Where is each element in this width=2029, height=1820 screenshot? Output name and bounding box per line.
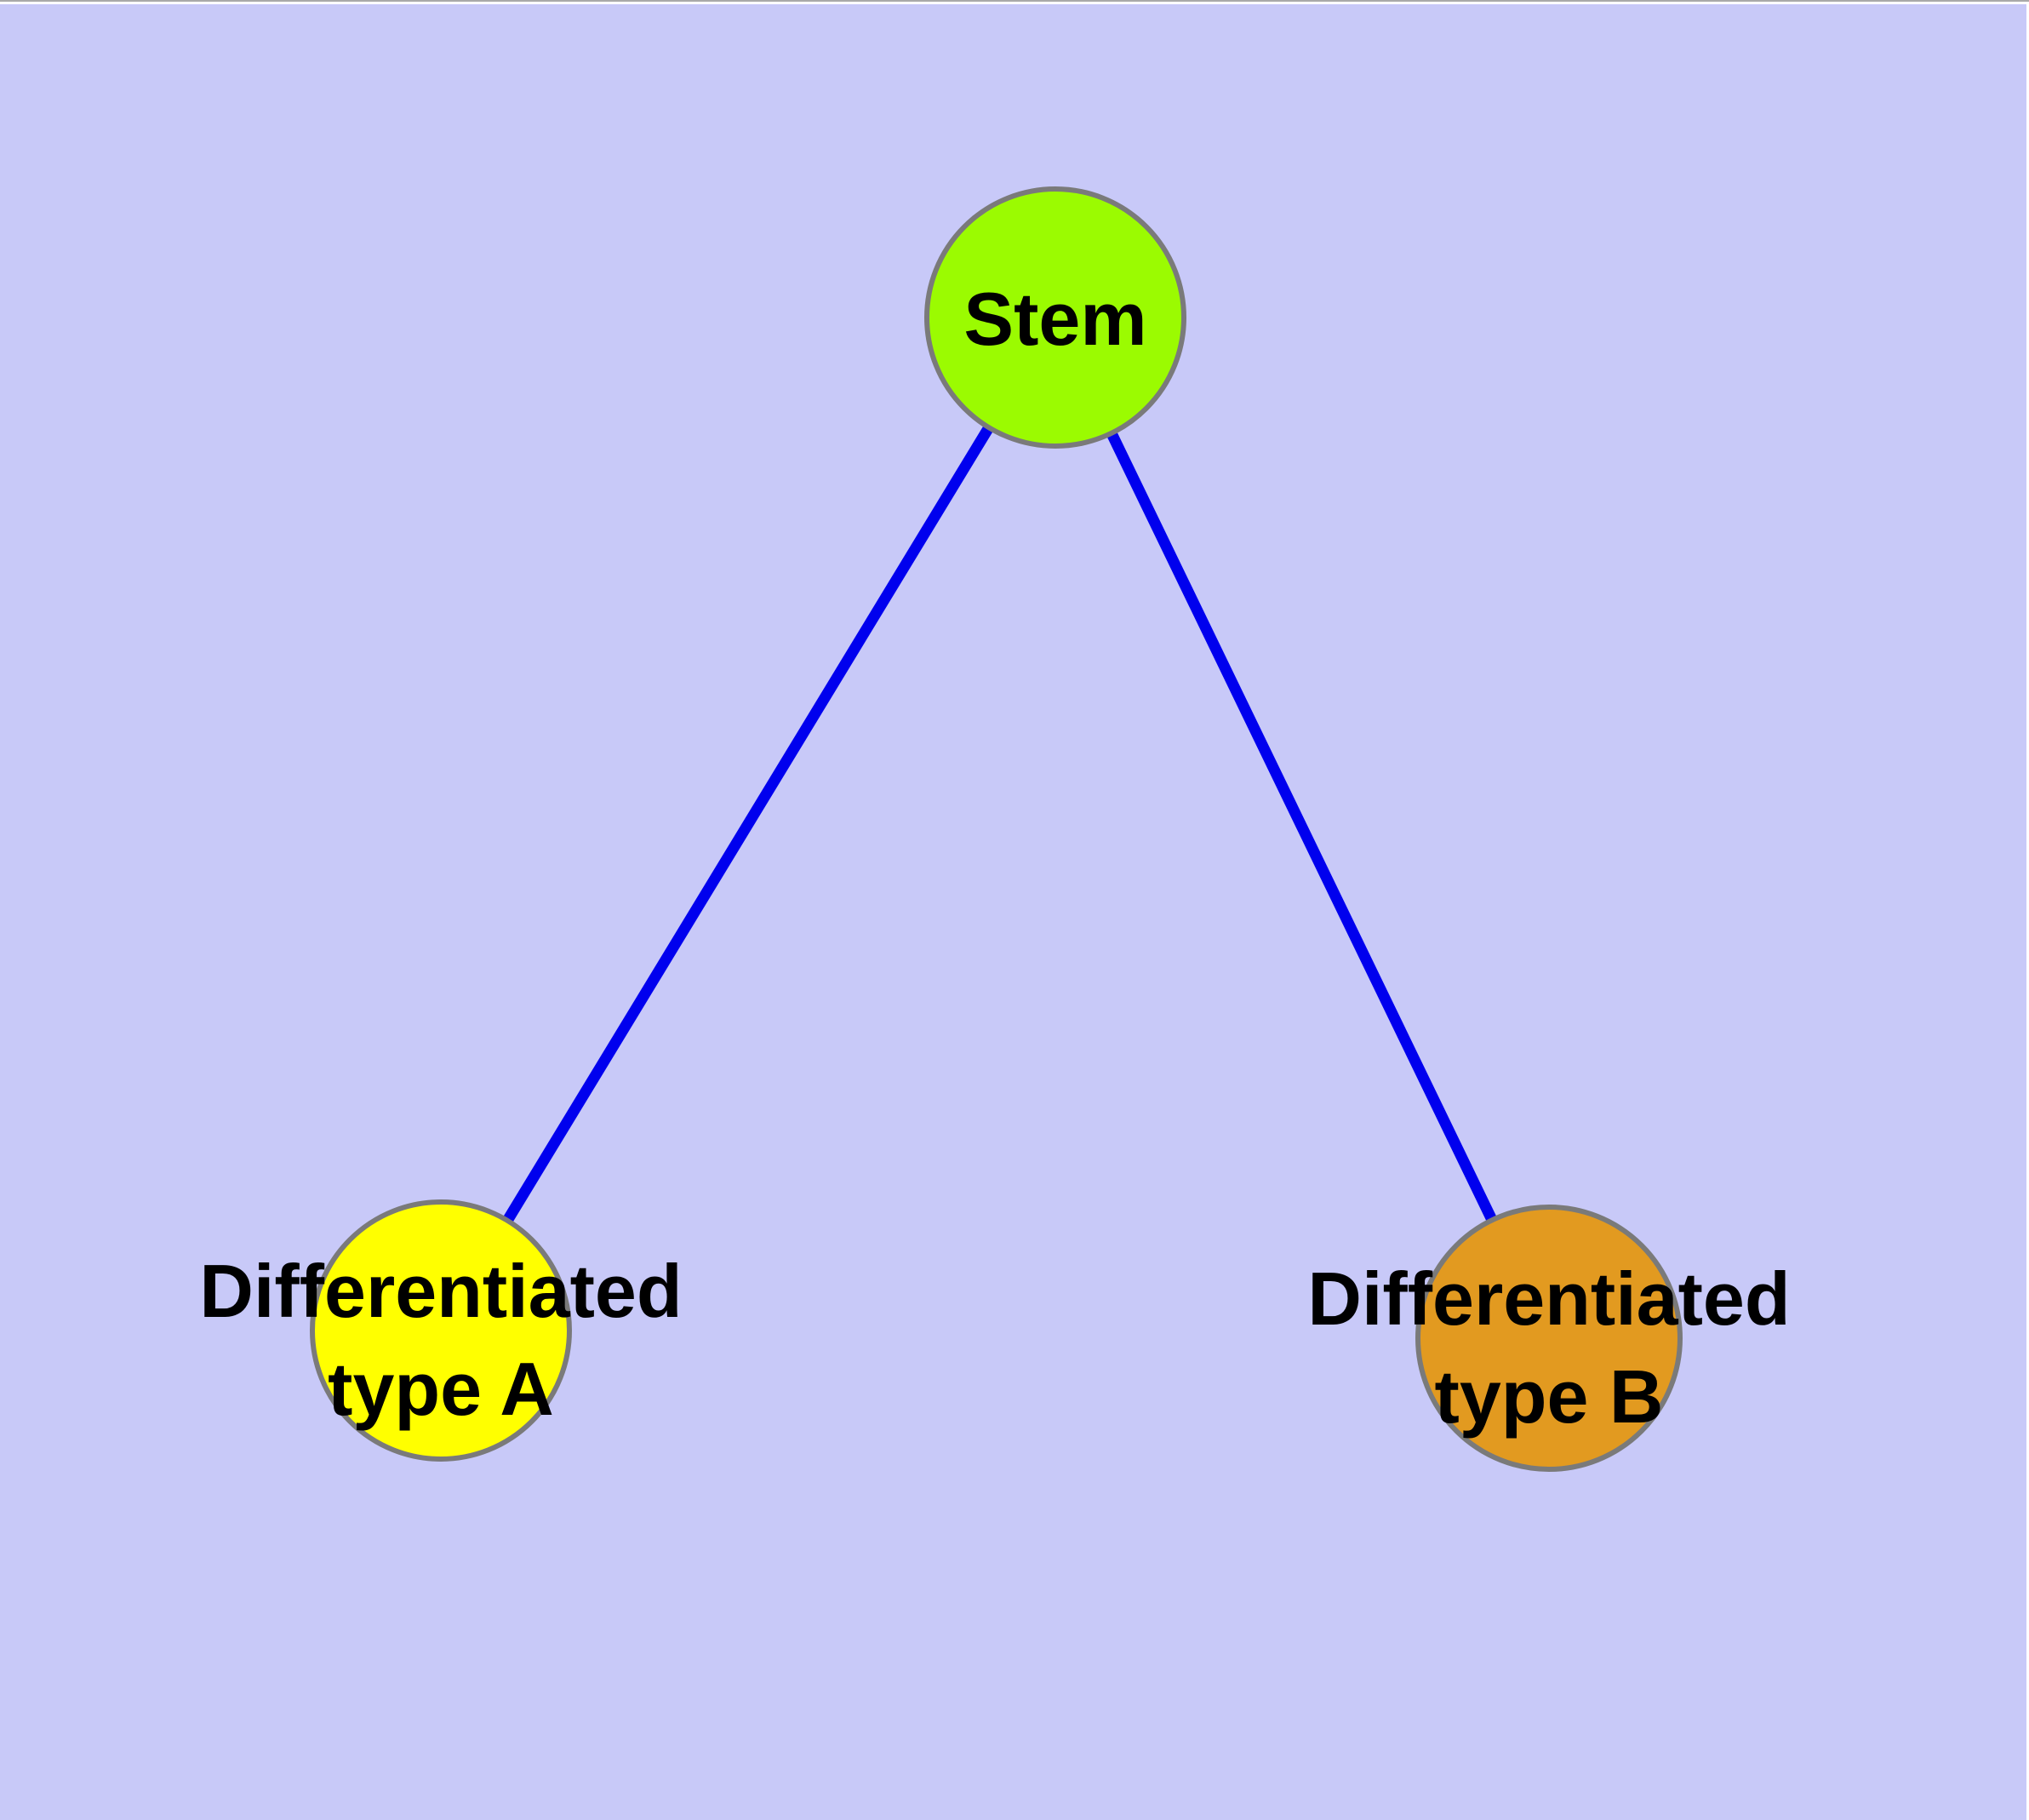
node-type-a-circle — [310, 1199, 572, 1462]
node-stem-label: Stem — [963, 277, 1146, 361]
node-type-a-label-line1: Differentiated — [199, 1249, 682, 1333]
node-type-b-label-line2: type B — [1435, 1354, 1664, 1439]
node-type-b-circle — [1415, 1205, 1683, 1472]
edge-stem-to-type-b — [1106, 431, 1497, 1222]
node-type-b-label-line1: Differentiated — [1307, 1256, 1790, 1341]
node-type-a-label-line2: type A — [328, 1347, 554, 1431]
node-stem-circle — [924, 186, 1186, 449]
top-hairline — [0, 0, 2029, 2]
edge-stem-to-type-a — [502, 424, 994, 1224]
